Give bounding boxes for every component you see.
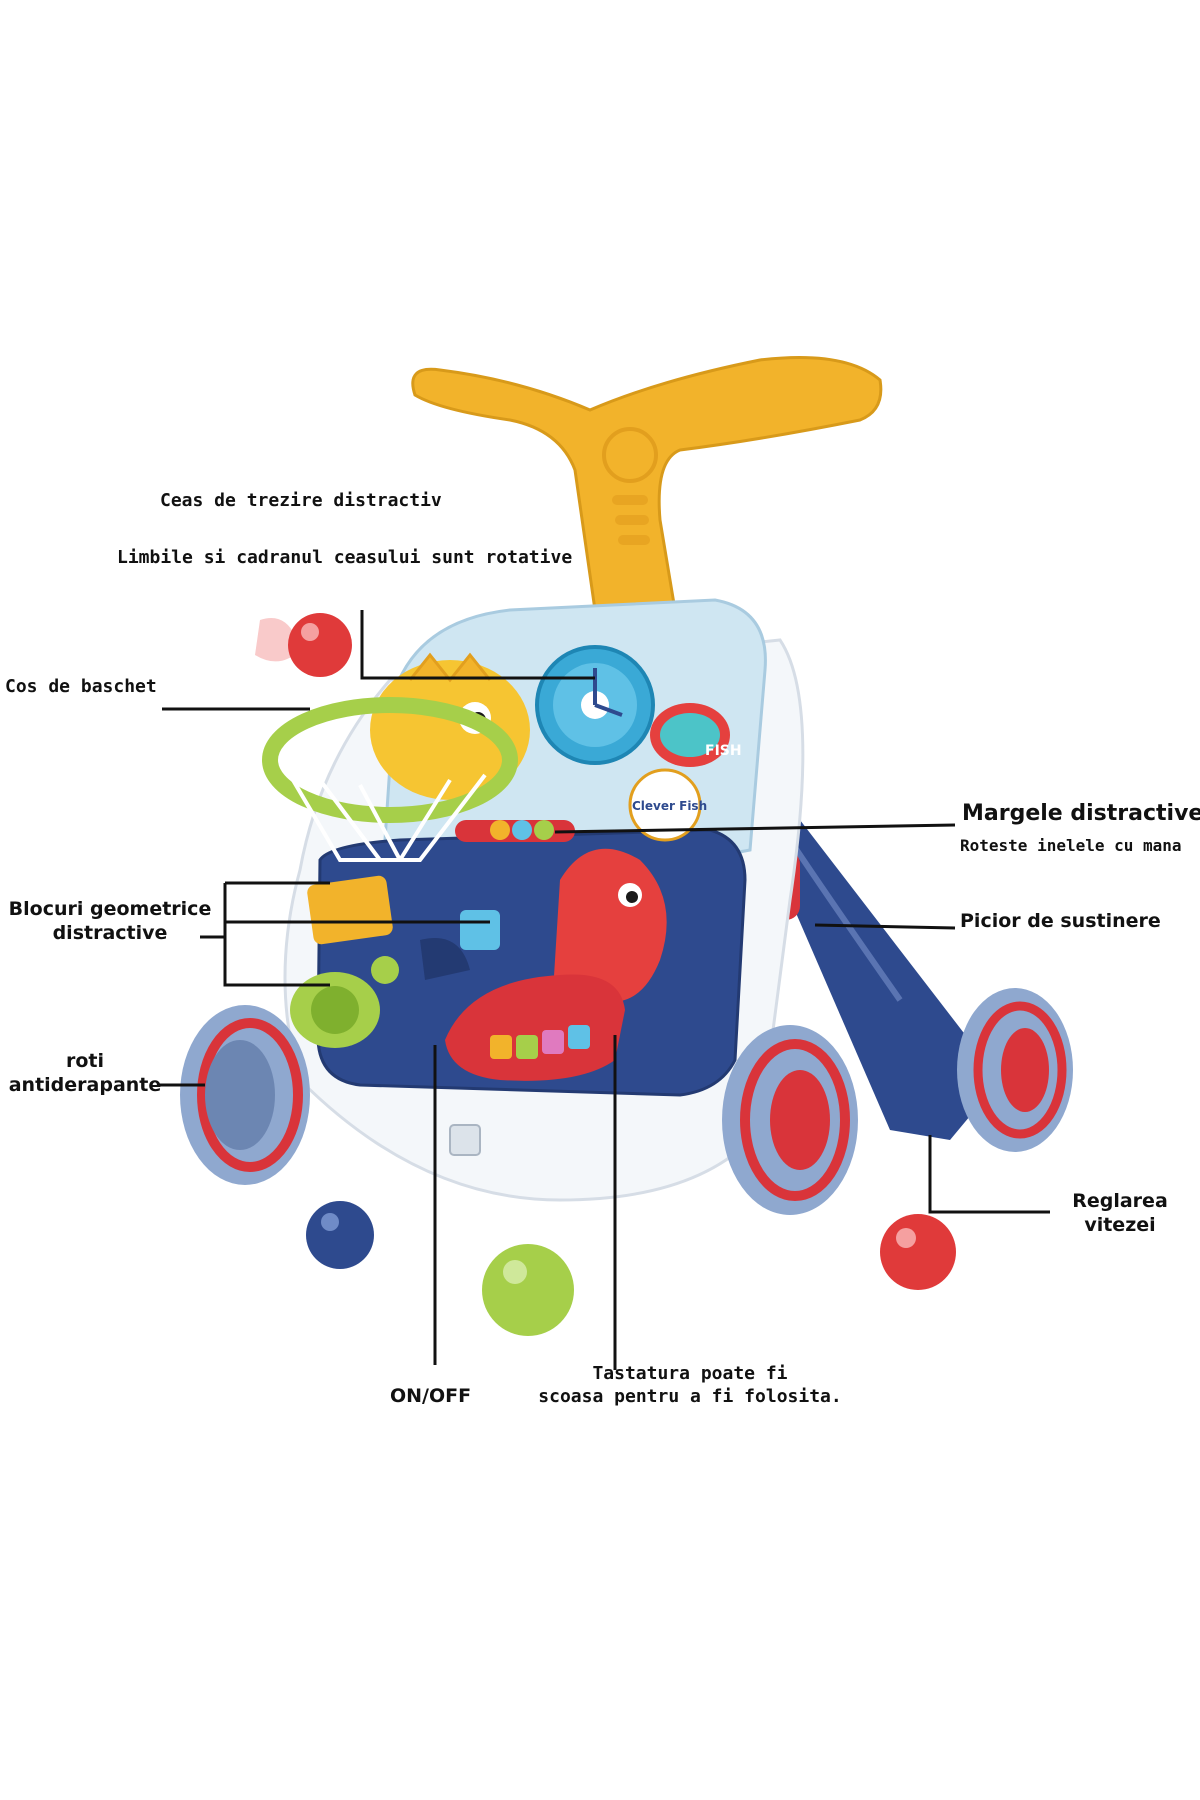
label-alarm-clock: Ceas de trezire distractiv <box>160 490 442 511</box>
line-clock <box>360 610 595 680</box>
wheel-front-left <box>180 1005 310 1185</box>
label-keyboard-line1: Tastatura poate fi <box>592 1363 788 1384</box>
label-keyboard-line2: scoasa pentru a fi folosita. <box>538 1385 842 1407</box>
label-basketball-hoop: Cos de baschet <box>5 676 157 697</box>
label-rotate-rings: Roteste inelele cu mana <box>960 836 1182 855</box>
label-keyboard: Tastatura poate fi scoasa pentru a fi fo… <box>535 1363 845 1408</box>
fish-badge-text: FISH <box>705 743 742 759</box>
label-wheels-line1: roti <box>65 1050 105 1072</box>
red-ball-top <box>255 613 352 677</box>
label-speed-line1: Reglarea <box>1072 1190 1168 1212</box>
label-fun-beads: Margele distractive <box>962 801 1200 826</box>
blue-ball <box>306 1201 374 1269</box>
label-speed: Reglarea vitezei <box>1055 1190 1185 1238</box>
clever-badge-text: Clever Fish <box>632 799 707 813</box>
label-wheels-line2: antiderapante <box>8 1073 162 1096</box>
label-geometric-blocks-line1: Blocuri geometrice <box>8 898 212 920</box>
line-support-leg <box>814 923 956 930</box>
label-on-off: ON/OFF <box>390 1385 472 1407</box>
toy-keyboard <box>445 974 625 1081</box>
clever-fish-sticker: Clever Fish <box>628 768 707 842</box>
label-geometric-blocks-line2: distractive <box>52 921 168 944</box>
label-wheels: roti antiderapante <box>5 1050 165 1098</box>
basketball-hoop <box>262 697 518 862</box>
label-clock-hands: Limbile si cadranul ceasului sunt rotati… <box>117 547 573 568</box>
line-blocks-turtle <box>223 883 330 987</box>
label-geometric-blocks: Blocuri geometrice distractive <box>5 898 215 946</box>
geometric-blocks <box>307 875 500 980</box>
wheel-front-right <box>722 1025 858 1215</box>
leader-lines <box>157 610 1050 1370</box>
red-ball-floor <box>880 1214 956 1290</box>
line-speed <box>928 1135 1050 1214</box>
fish-sticker: FISH <box>650 703 742 767</box>
label-speed-line2: vitezei <box>1084 1213 1156 1236</box>
walker-handle <box>411 356 883 612</box>
beads-rail <box>455 820 575 842</box>
label-support-leg: Picior de sustinere <box>960 910 1161 932</box>
turtle <box>290 956 399 1048</box>
clock <box>535 645 655 765</box>
green-ball <box>482 1244 574 1336</box>
line-beads <box>554 823 956 834</box>
wheel-back-right <box>957 988 1073 1152</box>
